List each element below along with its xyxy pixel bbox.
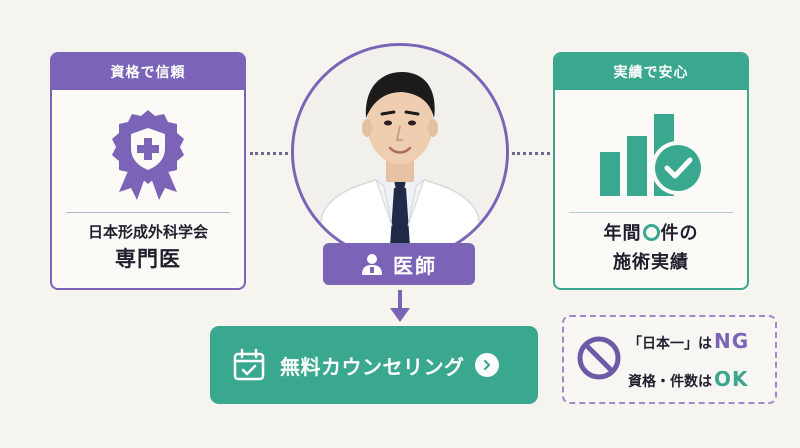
doctor-role-badge: 医師 [323, 243, 475, 285]
qualification-card: 資格で信頼 日本形成外科学会 専門医 [50, 52, 246, 290]
card-divider [569, 212, 733, 213]
ok-tag: OK [714, 367, 749, 391]
calendar-check-icon [233, 348, 265, 381]
card-divider [66, 212, 230, 213]
annual-suffix: 件の [660, 223, 699, 244]
bar-chart-check-icon [555, 104, 747, 204]
society-name: 日本形成外科学会 [87, 223, 208, 241]
certified-badge-icon [52, 104, 244, 204]
chevron-right-icon [474, 353, 499, 377]
track-record-card-header: 実績で安心 [555, 54, 747, 90]
prohibited-icon [577, 336, 621, 380]
track-record-card: 実績で安心 年間件の 施術実績 [553, 52, 749, 290]
specialist-title: 専門医 [115, 247, 181, 271]
track-record-text: 年間件の 施術実績 [555, 220, 747, 278]
role-label: 医師 [393, 253, 437, 278]
cta-label: 無料カウンセリング [280, 354, 465, 379]
annual-prefix: 年間 [603, 223, 642, 244]
arrow-down-icon [390, 290, 410, 322]
free-counseling-button[interactable]: 無料カウンセリング [210, 326, 538, 404]
procedure-record: 施術実績 [613, 252, 689, 273]
doctor-portrait [291, 43, 509, 261]
person-icon [362, 254, 382, 275]
connector-left [250, 152, 288, 155]
placeholder-circle-icon [642, 224, 660, 241]
ok-rule-text: 資格・件数は [628, 374, 712, 390]
ng-tag: NG [714, 329, 750, 353]
doctor-illustration [294, 46, 506, 258]
qualification-text: 日本形成外科学会 専門医 [52, 220, 244, 274]
annual-count-line: 年間件の [555, 220, 747, 248]
ng-rule-text: 「日本一」は [628, 336, 712, 352]
qualification-card-header: 資格で信頼 [52, 54, 244, 90]
connector-right [512, 152, 550, 155]
